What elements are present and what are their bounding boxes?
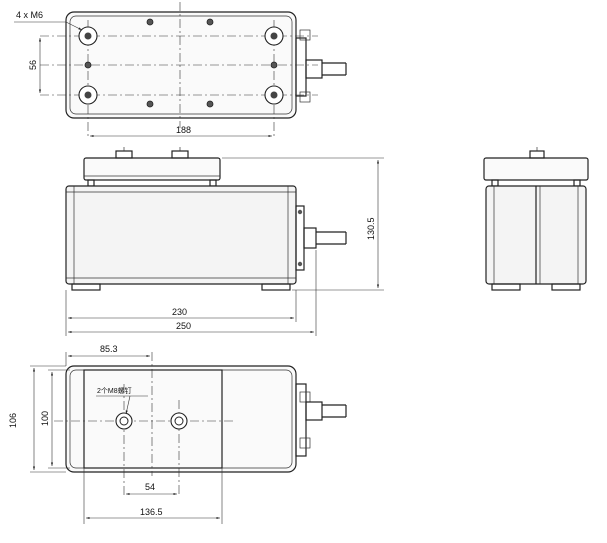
dim-188-label: 188 bbox=[176, 125, 191, 135]
m8-hole bbox=[170, 412, 188, 430]
front-connector bbox=[295, 205, 305, 271]
dim-100-label: 100 bbox=[40, 411, 50, 426]
dim-130-5-label: 130.5 bbox=[366, 217, 376, 240]
front-stud bbox=[171, 150, 189, 159]
top-screw bbox=[206, 100, 214, 108]
m6-hole bbox=[78, 26, 98, 46]
top-screw bbox=[206, 18, 214, 26]
side-top-plate bbox=[483, 157, 589, 181]
dim-85-3-label: 85.3 bbox=[100, 344, 118, 354]
top-screw bbox=[146, 18, 154, 26]
screw-note-leader bbox=[125, 395, 131, 415]
dim-250-label: 250 bbox=[176, 321, 191, 331]
side-plate-foot bbox=[573, 179, 581, 187]
front-main-body bbox=[65, 185, 297, 285]
top-view: 4 x M6 56 188 bbox=[14, 2, 347, 138]
front-stud bbox=[115, 150, 133, 159]
dim-136-5-label: 136.5 bbox=[140, 507, 163, 517]
top-screw bbox=[84, 61, 92, 69]
dim-230-label: 230 bbox=[172, 307, 187, 317]
front-connector-screw bbox=[297, 261, 303, 267]
dim-106-label: 106 bbox=[8, 413, 18, 428]
front-base-foot bbox=[71, 283, 101, 291]
m8-hole bbox=[115, 412, 133, 430]
top-connector-block bbox=[295, 37, 307, 97]
bottom-cable-gland bbox=[305, 401, 323, 421]
front-plate-foot bbox=[87, 179, 95, 187]
bottom-connector bbox=[295, 383, 307, 457]
side-base-foot bbox=[491, 283, 521, 291]
dim-54-label: 54 bbox=[145, 482, 155, 492]
side-base-foot bbox=[551, 283, 581, 291]
top-gland-upper bbox=[299, 29, 311, 41]
top-screw bbox=[270, 61, 278, 69]
bottom-gland-lower bbox=[299, 437, 311, 449]
top-screw bbox=[146, 100, 154, 108]
m6-hole bbox=[78, 85, 98, 105]
top-gland-lower bbox=[299, 91, 311, 103]
top-cable-gland bbox=[305, 59, 323, 79]
side-stud bbox=[529, 150, 545, 159]
bottom-gland-upper bbox=[299, 391, 311, 403]
m6-hole bbox=[264, 85, 284, 105]
bottom-base-plate bbox=[83, 369, 223, 469]
hole-note-leader bbox=[65, 21, 83, 31]
side-view bbox=[483, 147, 589, 291]
front-connector-screw bbox=[297, 209, 303, 215]
front-view: 130.5 230 250 bbox=[65, 147, 384, 336]
side-plate-foot bbox=[491, 179, 499, 187]
dim-56-label: 56 bbox=[28, 60, 38, 70]
front-base-foot bbox=[261, 283, 291, 291]
front-plate-foot bbox=[209, 179, 217, 187]
front-top-plate bbox=[83, 157, 221, 181]
bottom-view: 2个M8螺钉 85.3 106 100 54 136.5 bbox=[8, 344, 347, 524]
screw-note-label: 2个M8螺钉 bbox=[97, 386, 132, 395]
hole-note-label: 4 x M6 bbox=[16, 10, 43, 20]
m6-hole bbox=[264, 26, 284, 46]
front-cable-gland bbox=[303, 227, 317, 249]
